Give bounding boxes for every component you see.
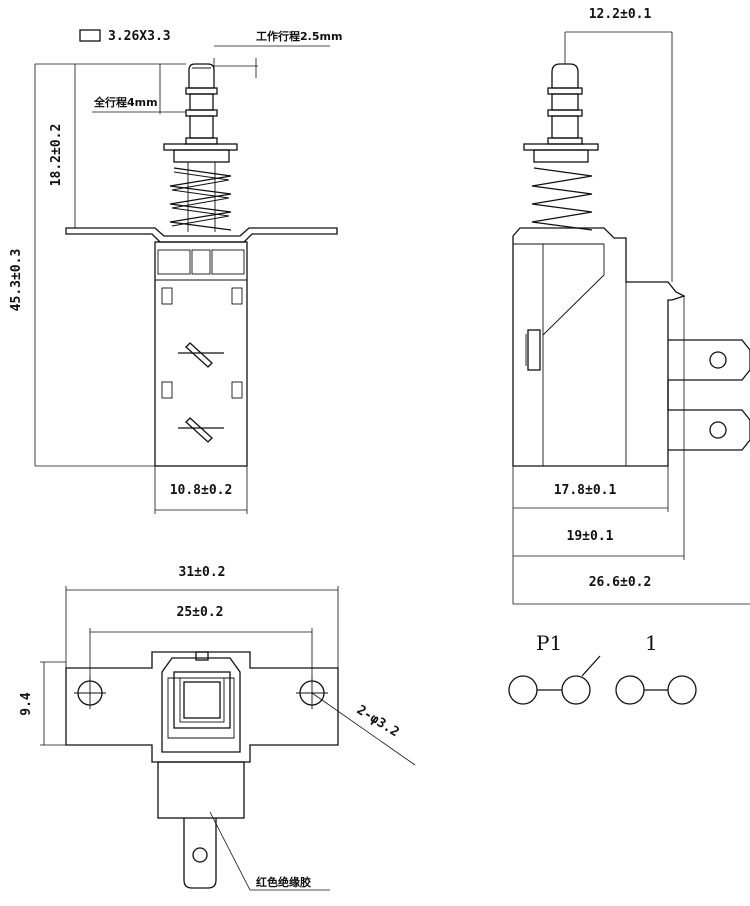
dimension-31: 31±0.2 bbox=[65, 565, 339, 668]
svg-text:26.6±0.2: 26.6±0.2 bbox=[589, 575, 652, 590]
contact-circle bbox=[667, 675, 697, 705]
bottom-view: 31±0.2 25±0.2 9.4 2-φ3.2 红色绝缘胶 bbox=[19, 565, 416, 891]
label-p1: P1 bbox=[536, 631, 562, 655]
side-terminals bbox=[667, 339, 750, 451]
dimension-17-8: 17.8±0.1 bbox=[512, 466, 669, 604]
dimension-18-2: 18.2±0.2 bbox=[49, 64, 76, 228]
dimension-26-6: 26.6±0.2 bbox=[513, 575, 750, 605]
svg-text:19±0.1: 19±0.1 bbox=[567, 529, 614, 544]
dimension-travel: 工作行程2.5mm 全行程4mm bbox=[92, 29, 342, 114]
svg-text:25±0.2: 25±0.2 bbox=[177, 605, 224, 620]
dimension-19: 19±0.1 bbox=[513, 296, 685, 560]
side-plunger bbox=[523, 63, 599, 163]
svg-text:红色绝缘胶: 红色绝缘胶 bbox=[256, 875, 311, 889]
label-1: 1 bbox=[645, 631, 658, 655]
dimension-45-3: 45.3±0.3 bbox=[9, 63, 186, 467]
switch-schematic: P1 1 bbox=[508, 631, 697, 705]
contact-circle bbox=[615, 675, 645, 705]
bottom-housing bbox=[157, 651, 245, 889]
contact-circle bbox=[508, 675, 538, 705]
full-travel-label: 全行程4mm bbox=[93, 95, 158, 109]
dimension-hole-dia: 2-φ3.2 bbox=[311, 692, 416, 766]
dimension-25: 25±0.2 bbox=[89, 605, 313, 681]
bottom-plate bbox=[65, 651, 339, 763]
side-view: 12.2±0.1 17.8±0.1 19±0.1 26.6±0.2 bbox=[512, 7, 750, 605]
dimension-9-4: 9.4 bbox=[19, 661, 66, 746]
svg-text:17.8±0.1: 17.8±0.1 bbox=[554, 483, 617, 498]
legend-square bbox=[79, 29, 101, 42]
svg-text:31±0.2: 31±0.2 bbox=[179, 565, 226, 580]
front-view: 3.26X3.3 bbox=[9, 29, 342, 514]
dimension-12-2: 12.2±0.1 bbox=[564, 7, 673, 282]
side-body bbox=[512, 227, 686, 467]
svg-text:12.2±0.1: 12.2±0.1 bbox=[589, 7, 652, 22]
open-switch-lever bbox=[581, 655, 601, 677]
insulator-leader: 红色绝缘胶 bbox=[209, 811, 330, 891]
side-spring bbox=[531, 167, 593, 231]
work-travel-label: 工作行程2.5mm bbox=[256, 29, 342, 43]
contact-circle bbox=[561, 675, 591, 705]
legend-label: 3.26X3.3 bbox=[108, 29, 171, 44]
spring bbox=[169, 167, 232, 231]
svg-text:9.4: 9.4 bbox=[19, 692, 34, 716]
svg-text:10.8±0.2: 10.8±0.2 bbox=[170, 483, 233, 498]
dimension-10-8: 10.8±0.2 bbox=[154, 466, 248, 514]
svg-text:18.2±0.2: 18.2±0.2 bbox=[49, 124, 64, 187]
svg-text:2-φ3.2: 2-φ3.2 bbox=[354, 703, 402, 741]
svg-text:45.3±0.3: 45.3±0.3 bbox=[9, 249, 24, 312]
plunger bbox=[163, 63, 238, 232]
switch-body bbox=[154, 241, 248, 467]
mounting-bracket bbox=[65, 227, 338, 243]
